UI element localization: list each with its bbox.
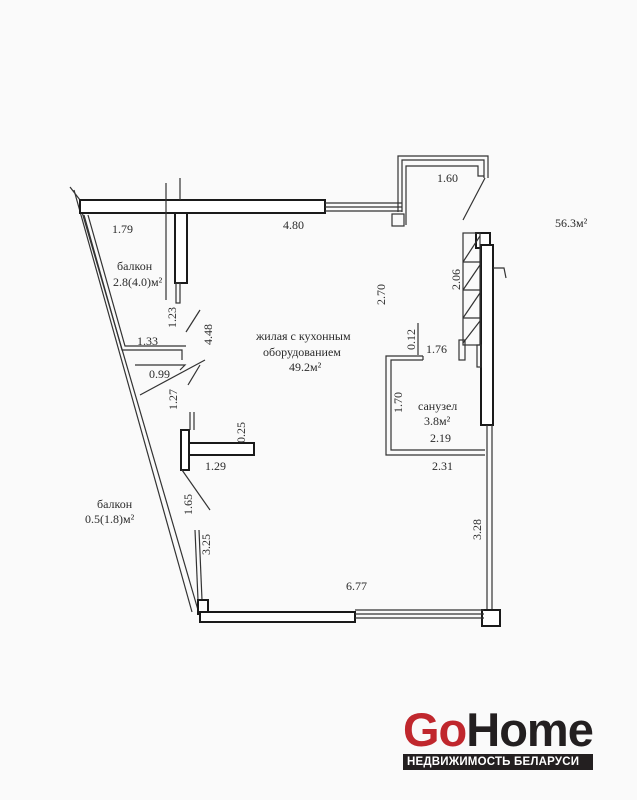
- dim-label: 3.25: [199, 534, 213, 555]
- logo-home: Home: [466, 703, 594, 756]
- room-name-bathroom: санузел: [418, 399, 457, 413]
- logo-tagline: НЕДВИЖИМОСТЬ БЕЛАРУСИ: [403, 754, 593, 770]
- left-inner-walls: [139, 359, 255, 601]
- room-name-living-1: жилая с кухонным: [255, 329, 351, 343]
- dim-label: 1.29: [205, 459, 226, 473]
- outer-walls: [69, 186, 201, 613]
- dim-label: 3.28: [470, 519, 484, 540]
- dim-label: 6.77: [346, 579, 367, 593]
- shelving: [458, 232, 482, 368]
- dim-label: 0.12: [404, 329, 418, 350]
- dim-label: 2.19: [430, 431, 451, 445]
- balcony-partition: [165, 178, 188, 304]
- dim-label: 1.70: [391, 392, 405, 413]
- top-wall: [79, 199, 326, 214]
- room-name-balcony-top: балкон: [117, 259, 153, 273]
- dim-label: 1.33: [137, 334, 158, 348]
- room-name-balcony-bottom: балкон: [97, 497, 133, 511]
- total-area: 56.3м²: [555, 216, 588, 230]
- dim-label: 2.70: [374, 284, 388, 305]
- room-area-balcony-bottom: 0.5(1.8)м²: [85, 512, 135, 526]
- room-name-living-2: оборудованием: [263, 345, 341, 359]
- stepped-wall: [391, 155, 489, 227]
- dim-label: 1.27: [166, 389, 180, 410]
- dim-label: 1.60: [437, 171, 458, 185]
- room-area-living: 49.2м²: [289, 360, 322, 374]
- dim-label: 1.23: [165, 307, 179, 328]
- dim-label: 2.06: [449, 269, 463, 290]
- logo-go: Go: [403, 703, 467, 756]
- dim-label: 0.25: [234, 422, 248, 443]
- dim-label: 1.76: [426, 342, 447, 356]
- bottom-wall: [197, 599, 484, 623]
- dim-label: 1.65: [181, 494, 195, 515]
- dim-label: 4.48: [201, 324, 215, 345]
- dim-label: 4.80: [283, 218, 304, 232]
- bathroom-walls: [385, 323, 485, 456]
- room-area-balcony-top: 2.8(4.0)м²: [113, 275, 163, 289]
- gohome-logo: GoHome НЕДВИЖИМОСТЬ БЕЛАРУСИ: [403, 706, 594, 770]
- room-area-bathroom: 3.8м²: [424, 414, 451, 428]
- dim-label: 0.99: [149, 367, 170, 381]
- dim-label: 2.31: [432, 459, 453, 473]
- dim-label: 1.79: [112, 222, 133, 236]
